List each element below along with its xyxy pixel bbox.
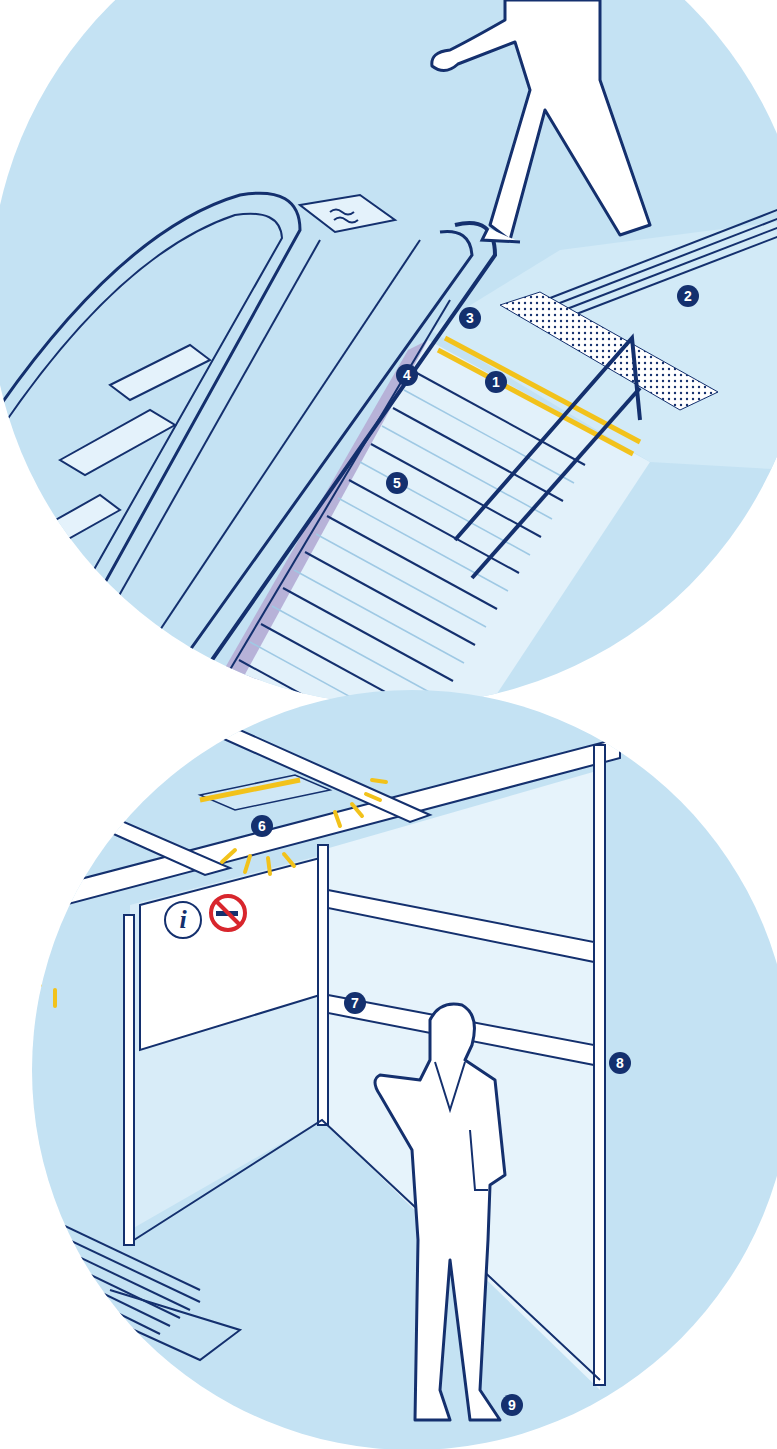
- callout-number: 6: [251, 815, 273, 837]
- callout-number: 1: [485, 371, 507, 393]
- callout-number: 2: [677, 285, 699, 307]
- callout-number: 9: [501, 1394, 523, 1416]
- callout-number: 4: [396, 364, 418, 386]
- info-symbol-letter: i: [164, 901, 202, 939]
- callout-number: 3: [459, 307, 481, 329]
- callout-number: 8: [609, 1052, 631, 1074]
- callout-number: 5: [386, 472, 408, 494]
- escalator-scene: [0, 0, 777, 780]
- platform-scene: [0, 680, 777, 1449]
- callout-number: 7: [344, 992, 366, 1014]
